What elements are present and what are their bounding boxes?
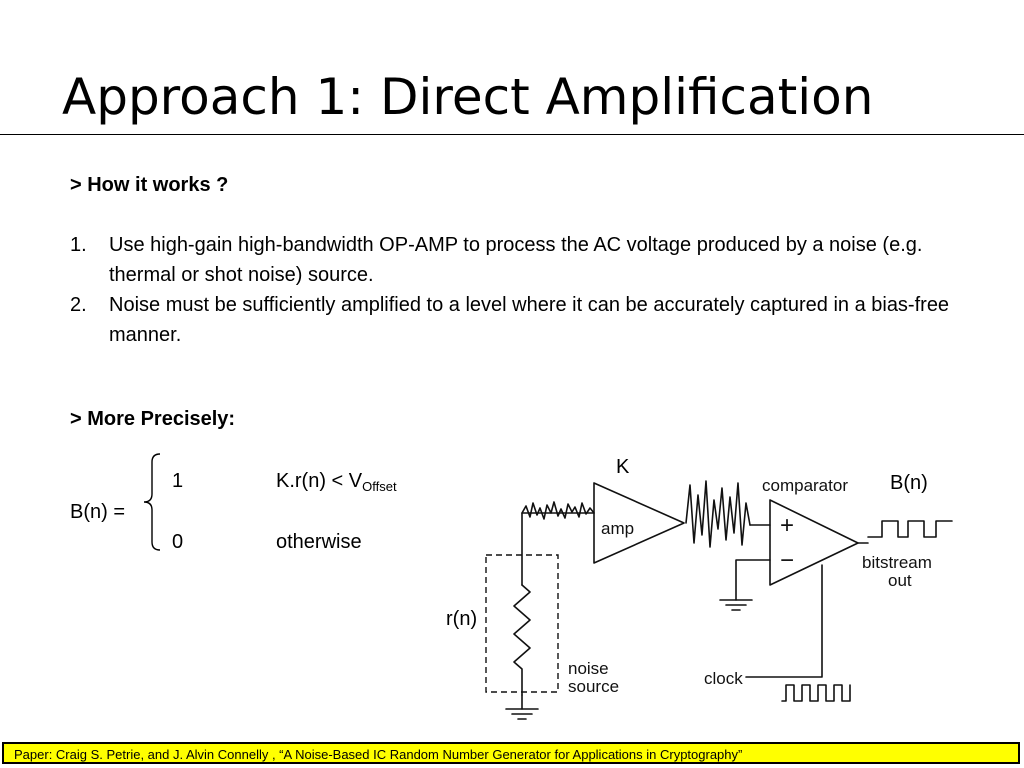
gain-k-label: K bbox=[616, 456, 630, 478]
equation-brace bbox=[143, 453, 161, 551]
bitstream-waveform bbox=[867, 520, 953, 538]
list-item-number: 1. bbox=[70, 234, 87, 256]
slide-title: Approach 1: Direct Amplification bbox=[62, 68, 874, 126]
paper-citation-footer: Paper: Craig S. Petrie, and J. Alvin Con… bbox=[2, 742, 1020, 764]
comparator-label: comparator bbox=[762, 476, 848, 495]
input-wire bbox=[521, 512, 595, 586]
noise-rng-circuit-diagram: amp comparator + − bitstream out noise s… bbox=[485, 476, 953, 720]
resistor-zigzag bbox=[513, 584, 531, 696]
more-precisely-heading: > More Precisely: bbox=[70, 408, 236, 430]
list-item: 2. Noise must be sufficiently amplified … bbox=[70, 290, 970, 350]
list-item: 1. Use high-gain high-bandwidth OP-AMP t… bbox=[70, 230, 970, 290]
comparator-minus-sign: − bbox=[780, 547, 794, 574]
noise-label: noise bbox=[568, 659, 609, 678]
list-item-number: 2. bbox=[70, 294, 87, 316]
comparator-plus-sign: + bbox=[780, 512, 794, 539]
steps-list: 1. Use high-gain high-bandwidth OP-AMP t… bbox=[70, 230, 970, 350]
bitstream-label: bitstream bbox=[862, 553, 932, 572]
equation-case1-condition: K.r(n) < VOffset bbox=[276, 466, 412, 502]
comparator-triangle bbox=[769, 499, 859, 586]
condition-subscript: Offset bbox=[362, 479, 397, 494]
comparator-ground-wire bbox=[735, 559, 771, 601]
noise-source-box bbox=[485, 554, 559, 693]
out-label: out bbox=[888, 571, 912, 590]
condition-main: K.r(n) < V bbox=[276, 470, 363, 492]
rn-label: r(n) bbox=[446, 608, 478, 630]
bn-label: B(n) bbox=[890, 472, 928, 494]
title-divider bbox=[0, 134, 1024, 135]
how-it-works-heading: > How it works ? bbox=[70, 174, 229, 196]
source-label: source bbox=[568, 677, 619, 696]
amp-triangle bbox=[593, 482, 685, 564]
amp-label: amp bbox=[601, 519, 634, 538]
equation-case1-value: 1 bbox=[172, 470, 184, 492]
clock-waveform bbox=[781, 684, 851, 702]
clock-label: clock bbox=[704, 669, 743, 688]
equation-lhs: B(n) = bbox=[70, 501, 126, 523]
clock-wire bbox=[745, 564, 823, 678]
equation-case2-condition: otherwise bbox=[276, 531, 362, 553]
equation-case2-value: 0 bbox=[172, 531, 184, 553]
list-item-text: Use high-gain high-bandwidth OP-AMP to p… bbox=[109, 234, 923, 286]
list-item-text: Noise must be sufficiently amplified to … bbox=[109, 294, 950, 346]
input-noise-waveform bbox=[521, 501, 595, 520]
amplified-noise-waveform bbox=[685, 480, 751, 548]
